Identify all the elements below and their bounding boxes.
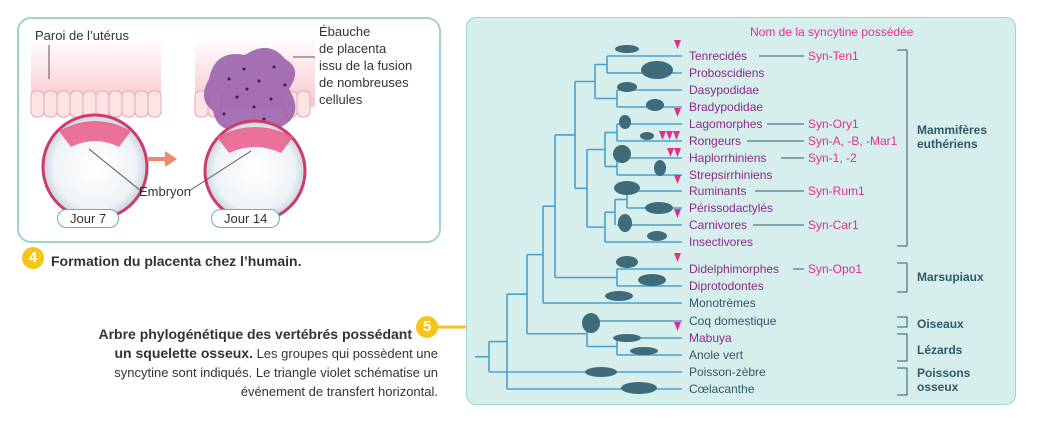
tenrec-icon	[615, 45, 639, 53]
taxon-label: Insectivores	[689, 235, 754, 249]
horizontal-transfer-triangle-icon	[674, 253, 681, 262]
taxon-label: Monotrèmes	[689, 296, 756, 310]
elephant-icon	[641, 61, 673, 79]
figure-4-caption: Formation du placenta chez l’humain.	[51, 253, 302, 269]
taxon-label: Mabuya	[689, 331, 732, 345]
taxon-label: Lagomorphes	[689, 117, 763, 131]
syncytine-label: Syn-Ten1	[808, 49, 859, 63]
syncytine-header: Nom de la syncytine possédée	[750, 25, 914, 39]
syncytine-label: Syn-Rum1	[808, 184, 865, 198]
group-marsupials: Marsupiaux	[917, 270, 984, 284]
day14-badge: Jour 14	[211, 209, 281, 228]
armadillo-icon	[617, 82, 637, 92]
primate-icon	[613, 145, 631, 163]
taxon-label: Haplorrhiniens	[689, 151, 767, 165]
group-bracket	[897, 262, 908, 293]
taxon-label: Coq domestique	[689, 314, 777, 328]
platypus-icon	[605, 291, 633, 301]
cow-icon	[614, 181, 640, 195]
group-bracket	[897, 367, 908, 396]
figure-4-panel: Paroi de l’utérus Ébauche de placenta is…	[17, 17, 441, 243]
group-bracket	[897, 316, 908, 328]
group-mammals-eutherian: Mammifères euthériens	[917, 123, 988, 151]
hedgehog-icon	[647, 231, 667, 241]
syncytine-label: Syn-A, -B, -Mar1	[808, 134, 898, 148]
syncytine-label: Syn-1, -2	[808, 151, 857, 165]
rooster-icon	[582, 313, 600, 333]
horizontal-transfer-triangle-icon	[674, 322, 681, 331]
taxon-label: Proboscidiens	[689, 66, 765, 80]
horizontal-transfer-triangle-icon	[674, 148, 681, 157]
lemur-icon	[654, 160, 666, 176]
figure-5-number: 5	[416, 316, 438, 338]
connector-line	[438, 325, 468, 329]
horizontal-transfer-triangle-icon	[674, 40, 681, 49]
phylogenetic-tree	[475, 40, 908, 396]
horizontal-transfer-triangle-icon	[659, 131, 666, 140]
taxon-label: Cœlacanthe	[689, 382, 755, 396]
taxon-label: Carnivores	[689, 218, 748, 232]
taxon-label: Poisson-zèbre	[689, 365, 766, 379]
horizontal-transfer-triangle-icon	[666, 131, 673, 140]
group-birds: Oiseaux	[917, 317, 964, 331]
cat-icon	[618, 214, 632, 232]
horse-icon	[645, 202, 673, 214]
placenta-illustration	[30, 37, 315, 223]
group-lizards: Lézards	[917, 343, 963, 357]
syncytine-label: Syn-Ory1	[808, 117, 859, 131]
label-embryo: Embryon	[139, 184, 192, 199]
opossum-icon	[616, 256, 638, 268]
day7-badge: Jour 7	[57, 209, 120, 228]
kangaroo-icon	[638, 274, 666, 286]
taxon-label: Dasypodidae	[689, 83, 760, 97]
figure-5-caption: Arbre phylogénétique des vertébrés possé…	[98, 326, 438, 399]
horizontal-transfer-triangle-icon	[674, 209, 681, 218]
taxon-label: Périssodactylés	[689, 201, 774, 215]
arrow-icon	[147, 151, 177, 167]
zebrafish-icon	[585, 367, 617, 377]
group-bracket	[897, 333, 908, 362]
horizontal-transfer-triangle-icon	[674, 108, 681, 117]
syncytine-label: Syn-Car1	[808, 218, 859, 232]
figure-4-number: 4	[22, 247, 44, 269]
taxon-label: Strepsirrhiniens	[689, 168, 773, 182]
label-uterus-wall: Paroi de l’utérus	[35, 28, 129, 43]
rodent-icon	[640, 132, 654, 140]
syncytine-label: Syn-Opo1	[808, 262, 863, 276]
placenta-draft	[203, 47, 296, 135]
anole-icon	[630, 347, 658, 355]
taxon-label: Diprotodontes	[689, 279, 764, 293]
coelacanth-icon	[621, 382, 657, 394]
horizontal-transfer-triangle-icon	[667, 148, 674, 157]
taxon-label: Ruminants	[689, 184, 747, 198]
horizontal-transfer-triangle-icon	[674, 175, 681, 184]
taxon-label: Didelphimorphes	[689, 262, 780, 276]
label-placenta-draft: Ébauche de placenta issu de la fusion de…	[319, 24, 413, 107]
skink-icon	[613, 334, 641, 342]
taxon-label: Tenrecidés	[689, 49, 748, 63]
horizontal-transfer-triangle-icon	[673, 131, 680, 140]
sloth-icon	[646, 99, 664, 111]
rabbit-icon	[619, 115, 631, 129]
group-bracket	[897, 49, 908, 247]
taxon-label: Rongeurs	[689, 134, 742, 148]
group-bony-fish: Poissons osseux	[917, 366, 971, 394]
taxon-label: Anole vert	[689, 348, 744, 362]
taxon-label: Bradypodidae	[689, 100, 764, 114]
